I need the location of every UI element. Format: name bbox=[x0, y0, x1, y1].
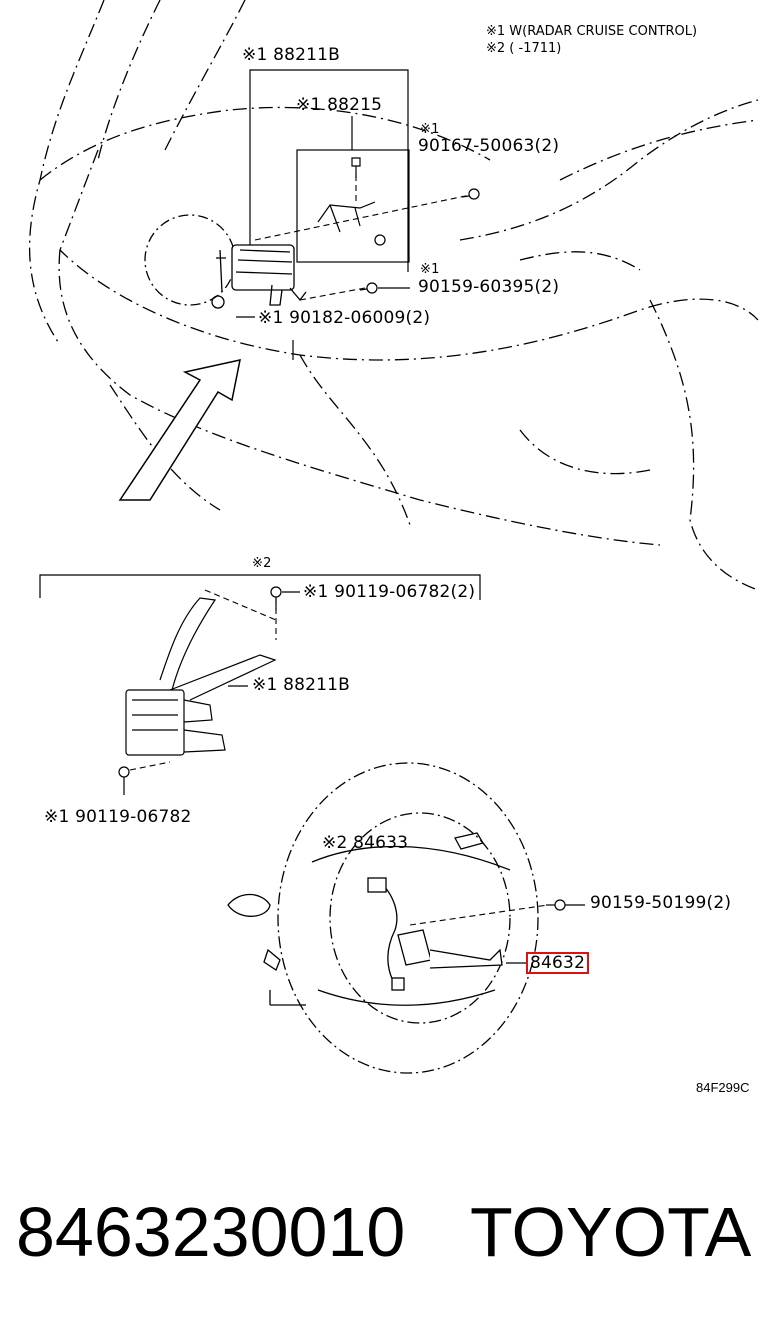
note-radar-cruise: ※1 W(RADAR CRUISE CONTROL) bbox=[486, 24, 698, 39]
part-label-90159-50199[interactable]: 90159-50199(2) bbox=[590, 893, 732, 913]
mark-90167: ※1 bbox=[420, 122, 440, 137]
fasteners-mid bbox=[118, 586, 300, 795]
diagram-code: 84F299C bbox=[696, 1080, 750, 1095]
fasteners-top bbox=[351, 157, 480, 294]
part-label-84632-highlighted[interactable]: 84632 bbox=[526, 952, 590, 974]
part-label-84633[interactable]: ※2 84633 bbox=[322, 833, 409, 853]
direction-arrow bbox=[118, 359, 241, 501]
radar-sensor-top bbox=[211, 244, 307, 309]
part-label-90119-06782-left[interactable]: ※1 90119-06782 bbox=[44, 807, 192, 827]
bracket-group-2 bbox=[39, 574, 481, 756]
hidden-lines-mid bbox=[129, 589, 277, 771]
part-label-90167-50063[interactable]: 90167-50063(2) bbox=[418, 136, 560, 156]
mark-90159: ※1 bbox=[420, 262, 440, 277]
part-label-88211B-mid[interactable]: ※1 88211B bbox=[252, 675, 351, 695]
part-label-90182-06009[interactable]: ※1 90182-06009(2) bbox=[258, 308, 431, 328]
steering-wheel bbox=[227, 762, 539, 1074]
fasteners-bottom bbox=[546, 899, 585, 911]
part-number: 8463230010 bbox=[16, 1193, 406, 1271]
note-date-range: ※2 ( -1711) bbox=[486, 41, 562, 56]
cruise-control-switch bbox=[367, 877, 526, 991]
part-label-90119-06782-right[interactable]: ※1 90119-06782(2) bbox=[303, 582, 476, 602]
callout-lines-top bbox=[236, 69, 410, 360]
vehicle-front-outline bbox=[28, 0, 759, 591]
part-label-88215[interactable]: ※1 88215 bbox=[296, 95, 383, 115]
part-label-88211B-top[interactable]: ※1 88211B bbox=[242, 45, 341, 65]
hidden-lines-bottom bbox=[409, 904, 549, 926]
hidden-lines-top bbox=[254, 175, 471, 301]
brand-name: TOYOTA bbox=[470, 1193, 752, 1271]
group2-mark: ※2 bbox=[252, 556, 272, 571]
part-label-90159-60395[interactable]: 90159-60395(2) bbox=[418, 277, 560, 297]
parts-diagram bbox=[28, 0, 759, 1074]
